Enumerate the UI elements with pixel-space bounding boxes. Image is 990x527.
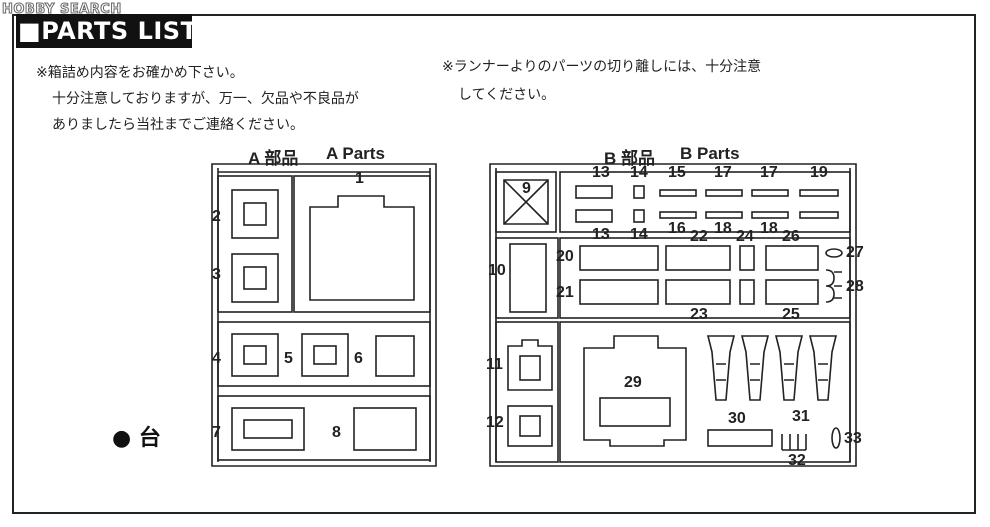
label-b-33: 33	[844, 430, 862, 447]
label-b-32: 32	[788, 452, 806, 469]
label-b-25: 25	[782, 306, 800, 323]
label-b-14a: 14	[630, 164, 648, 181]
label-b-24: 24	[736, 228, 754, 245]
runner-a	[211, 163, 437, 467]
label-a-4: 4	[212, 350, 221, 367]
note-left-2: 十分注意しておりますが、万一、欠品や不良品が	[52, 91, 359, 107]
label-b-17a: 17	[714, 164, 732, 181]
label-b-18b: 18	[760, 220, 778, 237]
label-a-3: 3	[212, 266, 221, 283]
label-b-27: 27	[846, 244, 864, 261]
runner-b-title-en: B Parts	[680, 144, 740, 163]
label-b-20: 20	[556, 248, 574, 265]
label-b-9: 9	[522, 180, 531, 197]
label-b-12: 12	[486, 414, 504, 431]
label-b-22: 22	[690, 228, 708, 245]
label-b-29: 29	[624, 374, 642, 391]
runner-a-title-en: A Parts	[326, 144, 385, 163]
label-b-21: 21	[556, 284, 574, 301]
label-b-30: 30	[728, 410, 746, 427]
label-b-17b: 17	[760, 164, 778, 181]
label-b-16: 16	[668, 220, 686, 237]
note-right-2: してください。	[458, 87, 556, 103]
label-b-26: 26	[782, 228, 800, 245]
runner-b	[489, 163, 857, 467]
label-b-23: 23	[690, 306, 708, 323]
page-title: ■PARTS LIST	[18, 17, 198, 45]
label-a-7: 7	[212, 424, 221, 441]
label-b-15: 15	[668, 164, 686, 181]
note-right-1: ※ランナーよりのパーツの切り離しには、十分注意	[442, 59, 762, 75]
label-a-5: 5	[284, 350, 293, 367]
header-plate	[16, 14, 192, 48]
label-a-8: 8	[332, 424, 341, 441]
label-a-6: 6	[354, 350, 363, 367]
page-frame	[12, 14, 976, 514]
label-a-1: 1	[355, 170, 364, 187]
label-b-18a: 18	[714, 220, 732, 237]
label-b-13a: 13	[592, 164, 610, 181]
bullet-icon: ●	[112, 426, 132, 451]
label-b-11: 11	[486, 356, 503, 373]
label-b-28: 28	[846, 278, 864, 295]
label-b-19: 19	[810, 164, 828, 181]
label-b-13b: 13	[592, 226, 610, 243]
label-b-31: 31	[792, 408, 810, 425]
label-b-10: 10	[488, 262, 506, 279]
note-left-1: ※箱詰め内容をお確かめ下さい。	[36, 65, 244, 81]
base-label: ● 台	[112, 426, 161, 451]
note-left-3: ありましたら当社までご連絡ください。	[52, 117, 304, 133]
label-a-2: 2	[212, 208, 221, 225]
label-b-14b: 14	[630, 226, 648, 243]
watermark: HOBBY SEARCH	[2, 2, 122, 18]
